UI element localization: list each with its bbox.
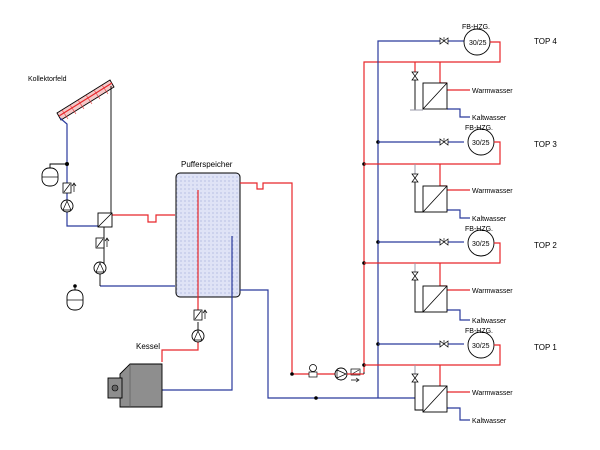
pump-buffer-charging — [93, 261, 107, 275]
heat-exchanger-dhw — [422, 82, 448, 110]
distribution-return-line — [240, 289, 415, 399]
top-unit-1 — [364, 331, 501, 421]
kaltwasser-top4: Kaltwasser — [472, 115, 507, 122]
valve-icon — [411, 271, 419, 281]
top-unit-3 — [364, 128, 501, 219]
riser-junctions — [362, 140, 380, 367]
valve-icon — [439, 37, 449, 45]
solar-circuit-pipes — [49, 86, 175, 227]
collector-field — [56, 79, 115, 121]
label-kessel: Kessel — [136, 342, 160, 351]
warmwasser-top2: Warmwasser — [472, 288, 513, 295]
distribution-pump-group — [290, 364, 365, 400]
top-label-3: TOP 3 — [534, 140, 557, 149]
riser-supply — [363, 61, 396, 372]
top-label-4: TOP 4 — [534, 37, 557, 46]
label-kollektorfeld: Kollektorfeld — [28, 76, 67, 83]
expansion-vessel-solar — [41, 167, 59, 187]
top-label-2: TOP 2 — [534, 241, 557, 250]
fb-value-top2: 30/25 — [472, 241, 490, 248]
heat-exchanger-dhw — [422, 185, 448, 213]
junction-node — [65, 162, 69, 166]
heat-exchanger-dhw — [422, 385, 448, 413]
buffer-tank — [175, 172, 241, 298]
heat-exchanger-dhw — [422, 285, 448, 313]
kaltwasser-top1: Kaltwasser — [472, 418, 507, 425]
kaltwasser-top3: Kaltwasser — [472, 216, 507, 223]
valve-icon — [411, 373, 419, 383]
junction-node — [73, 284, 77, 288]
valve-icon — [439, 238, 449, 246]
distribution-supply-line — [240, 182, 313, 375]
valve-icon — [439, 138, 449, 146]
top-unit-4 — [396, 28, 501, 118]
buffer-charging-pipes — [99, 227, 175, 287]
check-valve-boiler — [193, 309, 208, 321]
boiler — [107, 363, 163, 408]
heat-exchanger-solar — [97, 212, 113, 228]
check-valve-solar — [62, 182, 77, 194]
riser-return — [377, 40, 396, 398]
warmwasser-top3: Warmwasser — [472, 188, 513, 195]
fb-value-top1: 30/25 — [472, 343, 490, 350]
check-valve-buffer — [95, 237, 110, 249]
warmwasser-top1: Warmwasser — [472, 390, 513, 397]
valve-icon — [411, 71, 419, 81]
fb-label-top2: FB-HZG. — [465, 226, 493, 233]
top-unit-2 — [364, 229, 501, 321]
expansion-vessel-heating — [66, 286, 84, 311]
valve-icon — [411, 173, 419, 183]
valve-icon — [439, 340, 449, 348]
fb-label-top1: FB-HZG. — [465, 328, 493, 335]
pump-boiler — [191, 329, 205, 343]
fb-label-top3: FB-HZG. — [465, 125, 493, 132]
fb-label-top4: FB-HZG. — [462, 24, 490, 31]
label-pufferspeicher: Pufferspeicher — [181, 160, 233, 169]
fb-value-top4: 30/25 — [469, 40, 487, 47]
kaltwasser-top2: Kaltwasser — [472, 318, 507, 325]
warmwasser-top4: Warmwasser — [472, 88, 513, 95]
top-label-1: TOP 1 — [534, 343, 557, 352]
pump-solar — [60, 199, 74, 213]
fb-value-top3: 30/25 — [472, 140, 490, 147]
